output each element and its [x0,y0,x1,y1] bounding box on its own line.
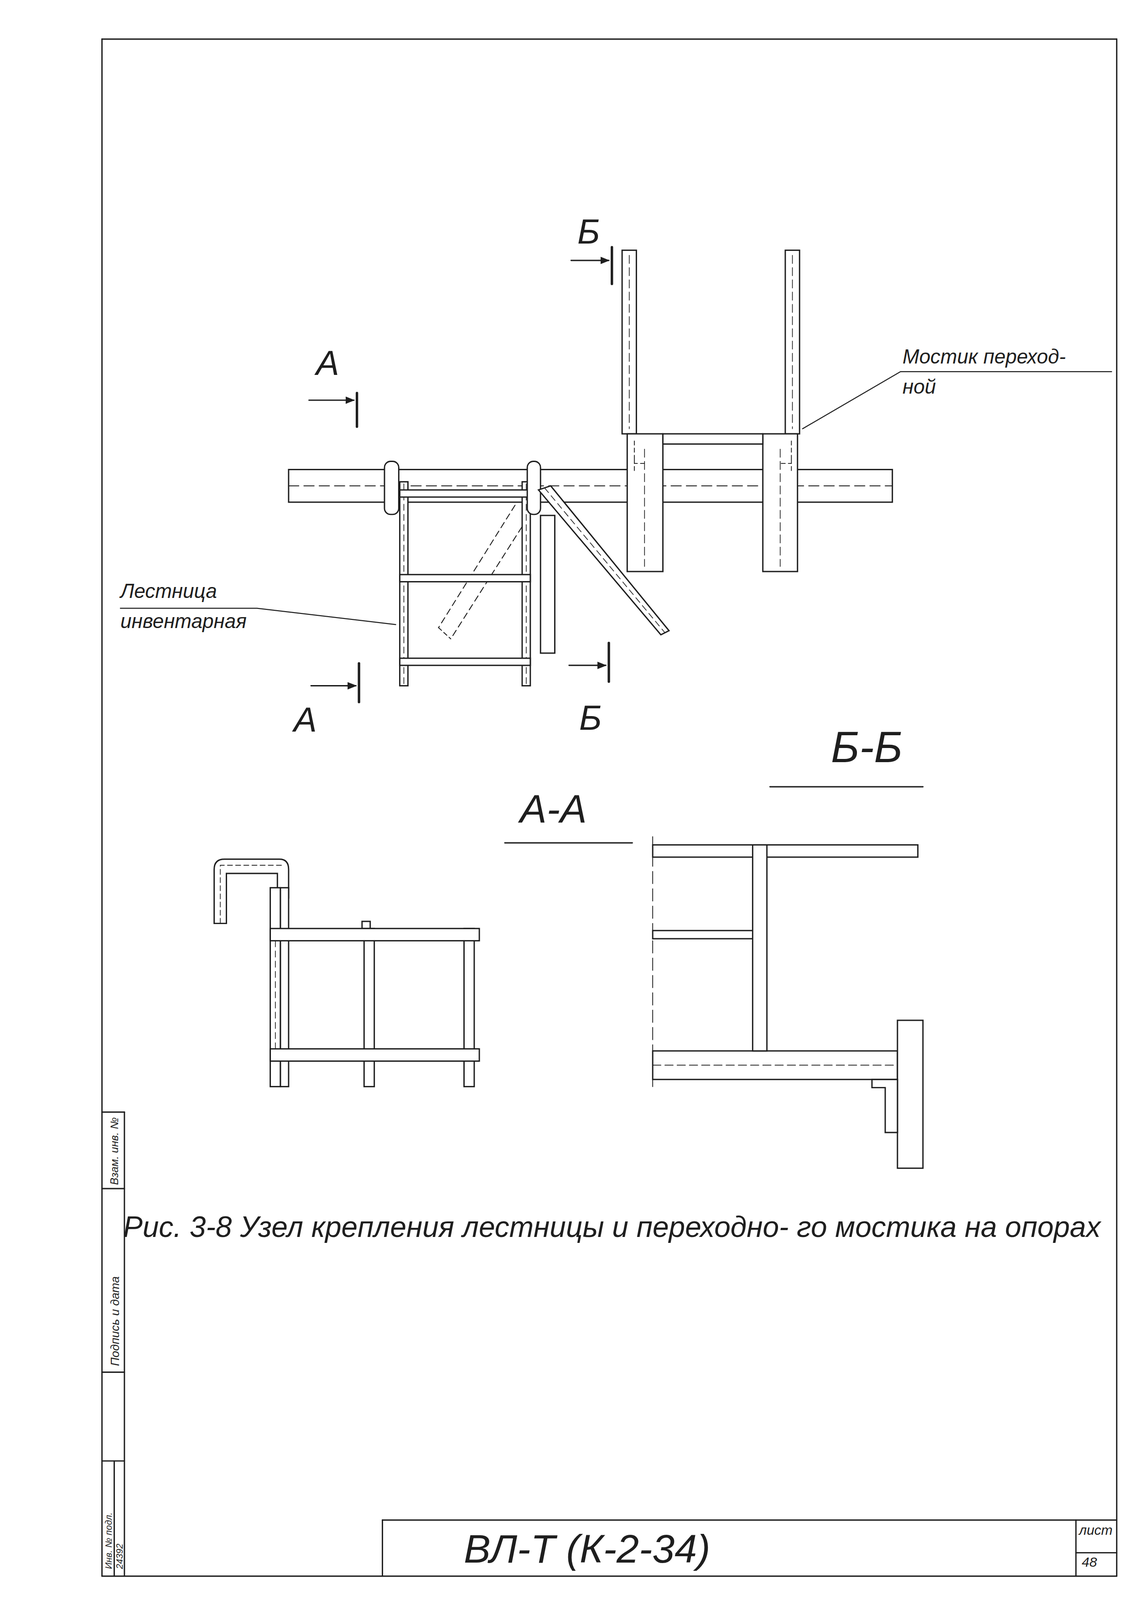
section-mark [357,663,360,702]
section-arrow [309,399,354,401]
bridge-rail [622,250,637,435]
plate-section [897,1020,924,1168]
rung-section [652,930,760,939]
stamp-line [102,1111,125,1113]
frame-line [1115,39,1118,1577]
figure-caption: Рис. 3-8 Узел крепления лестницы и перех… [123,1199,1127,1256]
stile-hidden [274,940,276,1049]
rail-hidden [628,255,630,429]
document-code: ВЛ-Т (К-2-34) [463,1528,711,1569]
rung-section [270,928,480,941]
angle-section [871,1079,898,1133]
rung-section [270,1048,480,1062]
stamp-label: Подпись и дата [108,1276,123,1366]
title-underline [769,785,923,788]
bridge-crossbar [663,433,763,444]
column-hidden [644,449,646,567]
brace-hidden [438,627,452,639]
section-arrow [311,684,356,687]
bridge-rail [785,250,800,435]
plate-section [652,844,918,857]
section-letter: А [316,345,340,381]
stamp-line [123,1111,125,1576]
stamp-line [102,1371,125,1373]
ladder-stile [399,481,409,686]
stamp-label: Взам. инв. № [108,1117,122,1185]
section-letter: Б [577,214,600,250]
beam-hidden-line [288,485,893,487]
title-block-line [381,1520,384,1577]
break-line [652,836,654,1087]
stamp-line [102,1460,125,1462]
title-block-line [1075,1520,1077,1577]
stile-section [363,928,374,1087]
sheet-label: лист [1079,1523,1113,1537]
title-underline [504,841,633,844]
bridge-column [762,433,798,572]
ladder-rung [399,574,531,582]
frame-line [102,38,1117,40]
bridge-column [627,433,663,572]
beam-section [652,1050,898,1080]
title-block-line [382,1519,1117,1521]
beam-hidden [652,1064,898,1066]
section-letter: Б [579,700,602,736]
ladder-hook [527,461,541,515]
frame-line [102,1575,1117,1577]
ladder-rung [399,658,531,666]
title-block-line [1075,1551,1117,1554]
ladder-hook [384,461,399,515]
brace-hidden [438,505,516,628]
leader-line [802,371,1112,429]
callout-label: Лестница инвентарная [120,575,258,637]
bracket-hidden [778,440,792,474]
beam [288,469,893,503]
stamp-line [102,1188,125,1190]
callout-label: Мостик переход- ной [902,341,1095,402]
frame-line [101,39,103,1577]
section-mark [607,643,610,682]
section-arrow [570,259,609,262]
section-mark [610,247,613,285]
rail-hidden [792,255,794,429]
stile-section [463,928,474,1087]
stile-hidden [403,483,405,684]
column-hidden [779,449,781,567]
sheet-number: 48 [1081,1555,1097,1569]
ladder-rung [399,489,531,498]
post-section [752,844,767,1051]
tab [362,921,371,929]
section-letter: А [293,702,317,737]
post [540,515,555,654]
section-title: Б-Б [830,725,903,769]
section-mark [355,393,358,427]
inventory-number: 24392 [114,1543,125,1569]
stile-hidden [525,483,527,684]
section-arrow [569,664,607,666]
stamp-label: Инв. № подл. [103,1512,114,1569]
section-title: А-А [519,788,587,830]
